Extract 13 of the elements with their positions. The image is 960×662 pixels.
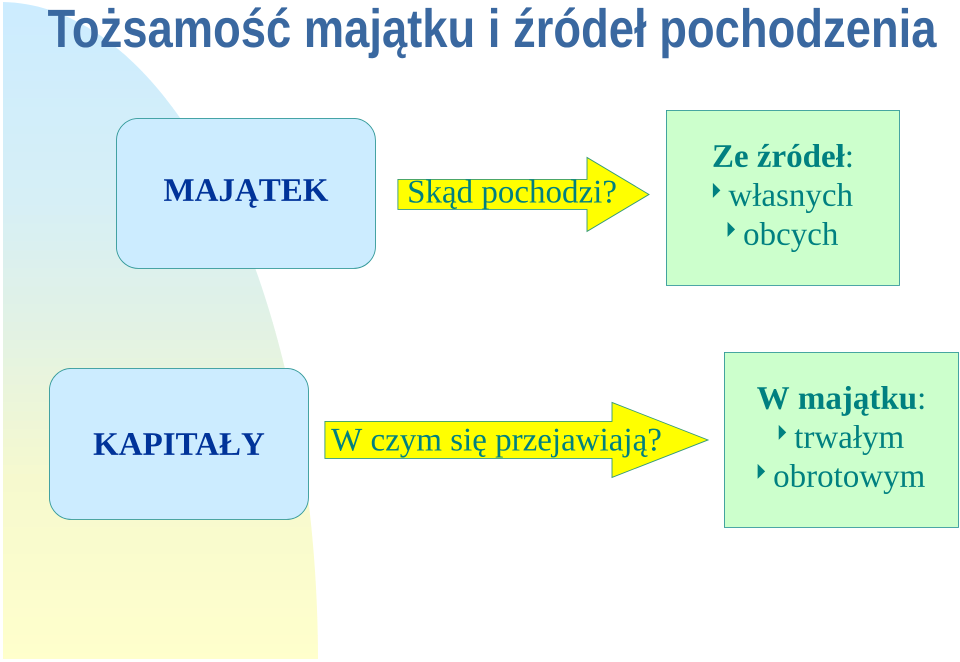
- list-item: obcych: [744, 222, 838, 252]
- info-box: [724, 352, 959, 528]
- info-box: [666, 110, 900, 286]
- title: Tożsamość majątku i źródeł pochodzenia: [48, 7, 937, 58]
- list-item: trwałym: [794, 424, 904, 455]
- list-item: obrotowym: [774, 464, 925, 494]
- list-item: własnych: [728, 182, 853, 213]
- rounded-box: KAPITAŁY: [49, 368, 309, 520]
- box-heading: W majątku:: [757, 386, 924, 416]
- edge-label: W czym się przejawiają?: [331, 428, 662, 458]
- box-heading: Ze źródeł:: [714, 144, 852, 168]
- rounded-box: MAJĄTEK: [116, 118, 376, 269]
- edge-label: Skąd pochodzi?: [407, 180, 617, 210]
